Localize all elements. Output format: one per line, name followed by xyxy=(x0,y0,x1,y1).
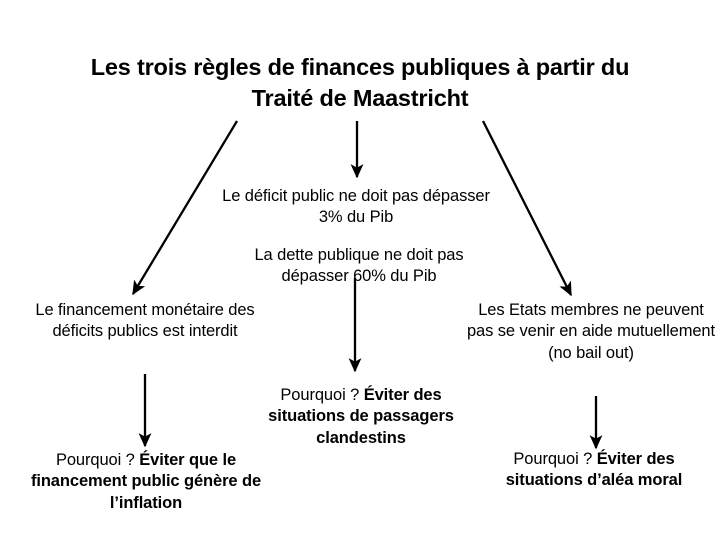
reason-alea-prefix: Pourquoi ? xyxy=(513,450,597,468)
rule-financement-monetaire-text: Le financement monétaire des déficits pu… xyxy=(35,301,255,341)
reason-inflation-prefix: Pourquoi ? xyxy=(55,451,140,469)
reason-inflation-body: Éviter que le financement public génère … xyxy=(30,451,262,512)
reason-alea-body: Éviter des situations d’aléa moral xyxy=(505,450,683,490)
reason-alea-moral: Pourquoi ? Éviter des situations d’aléa … xyxy=(478,449,710,492)
reason-passagers-clandestins: Pourquoi ? Éviter des situations de pass… xyxy=(244,385,478,449)
reason-inflation: Pourquoi ? Éviter que le financement pub… xyxy=(12,450,280,514)
rule-dette-text: La dette publique ne doit pas dépasser 6… xyxy=(254,246,464,286)
rule-no-bail-out-text: Les Etats membres ne peuvent pas se veni… xyxy=(466,301,715,362)
slide-title: Les trois règles de finances publiques à… xyxy=(90,54,630,112)
reason-passagers-prefix: Pourquoi ? xyxy=(280,386,364,404)
rule-deficit-text: Le déficit public ne doit pas dépasser 3… xyxy=(222,187,490,227)
arrow-title-to-etats xyxy=(481,120,573,297)
reason-passagers-body: Éviter des situations de passagers cland… xyxy=(268,386,454,447)
